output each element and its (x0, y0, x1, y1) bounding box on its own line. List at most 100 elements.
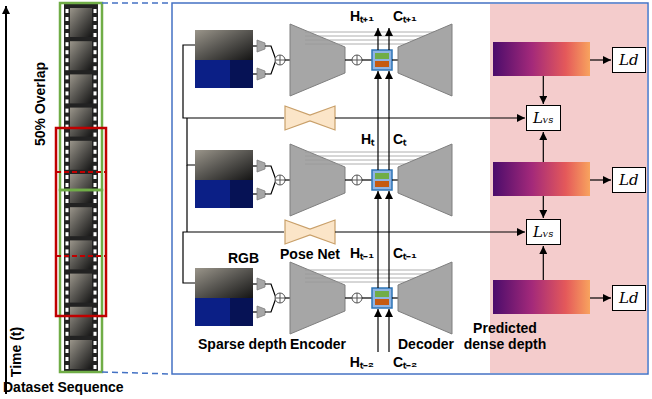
sprocket-hole (66, 99, 69, 103)
lstm-cell-state (375, 61, 389, 67)
sprocket-hole (66, 175, 69, 179)
decoder-shape (398, 24, 452, 96)
film-frame (70, 74, 92, 103)
depth-to-loss-wire (543, 132, 544, 162)
input-wire (265, 298, 276, 312)
pose-output-wire (335, 117, 525, 118)
sprocket-hole (66, 357, 69, 361)
text-label: Hₜ₊₁ (350, 8, 374, 24)
sprocket-hole (66, 158, 69, 162)
lstm-cell-state (375, 299, 389, 305)
add-cross (357, 175, 358, 185)
sprocket-hole (66, 275, 69, 279)
add-symbol (352, 55, 362, 65)
sparse-depth-shade (230, 60, 253, 88)
input-conv (257, 188, 265, 200)
sprocket-hole (94, 216, 97, 220)
pose-input-wire (186, 165, 187, 232)
sprocket-hole (94, 99, 97, 103)
concat-symbol (275, 55, 285, 65)
sprocket-hole (66, 25, 69, 29)
add-cross (357, 293, 358, 303)
pose-input-wire (183, 45, 284, 118)
sparse-depth-image (195, 60, 253, 88)
sprocket-hole (94, 257, 97, 261)
sprocket-hole (94, 232, 97, 236)
sprocket-hole (94, 17, 97, 21)
add-cross (357, 55, 358, 65)
text-label: Dataset Sequence (3, 379, 124, 395)
cell-state-wire (388, 71, 389, 170)
feature-wire (285, 297, 290, 298)
sprocket-hole (66, 83, 69, 87)
rgb-image (195, 150, 253, 180)
pose-net-shape (285, 106, 335, 130)
sprocket-hole (94, 42, 97, 46)
text-label: Time (t) (8, 327, 24, 377)
sparse-depth-shade (230, 180, 253, 208)
loss-box: Lᵥₛ (526, 219, 561, 245)
feature-wire (392, 59, 398, 60)
film-frame (70, 240, 92, 269)
input-wire (265, 166, 276, 180)
sprocket-hole (94, 191, 97, 195)
sprocket-hole (66, 291, 69, 295)
depth-to-loss-wire (590, 179, 611, 180)
text-label: Cₜ₋₂ (393, 354, 417, 370)
sprocket-hole (66, 365, 69, 369)
encoder-shape (290, 262, 345, 334)
text-label: Predicted dense depth (459, 320, 551, 352)
input-wire (253, 165, 257, 166)
encoder-shape (290, 24, 345, 96)
sprocket-hole (94, 33, 97, 37)
sprocket-hole (94, 91, 97, 95)
concat-cross (280, 175, 281, 185)
sprocket-hole (94, 208, 97, 212)
film-frame (70, 41, 92, 70)
loss-name: Lᵥₛ (533, 223, 554, 241)
input-conv (257, 306, 265, 318)
decoder-shape (398, 262, 452, 334)
sprocket-hole (66, 224, 69, 228)
loss-name: Ld (619, 289, 639, 307)
text-label: 50% Overlap (32, 62, 48, 146)
sprocket-hole (94, 183, 97, 187)
input-conv (257, 160, 265, 172)
text-label: Hₜ₋₂ (350, 354, 374, 370)
sprocket-hole (66, 183, 69, 187)
loss-box: Ld (612, 47, 646, 73)
rgb-image (195, 30, 253, 60)
sprocket-hole (66, 265, 69, 269)
sprocket-hole (94, 332, 97, 336)
sprocket-hole (94, 249, 97, 253)
pose-input-wire (183, 232, 284, 283)
depth-to-loss-wire (543, 196, 544, 218)
depth-to-loss-wire (590, 59, 611, 60)
sprocket-hole (66, 232, 69, 236)
text-label: Pose Net (280, 246, 340, 262)
film-frame (70, 340, 92, 369)
text-label: Hₜ (361, 131, 374, 147)
skip-connection (305, 274, 435, 275)
text-label: Cₜ₋₁ (393, 245, 417, 261)
feature-wire (345, 179, 352, 180)
text-label: Cₜ (393, 131, 406, 147)
sprocket-hole (66, 109, 69, 113)
sprocket-hole (94, 241, 97, 245)
input-conv (257, 68, 265, 80)
input-wire (265, 46, 276, 60)
cell-state-wire (388, 28, 389, 50)
pose-input-wire (187, 118, 195, 165)
sprocket-hole (94, 291, 97, 295)
concat-symbol (275, 175, 285, 185)
sprocket-hole (66, 91, 69, 95)
sprocket-hole (94, 283, 97, 287)
sprocket-hole (66, 17, 69, 21)
feature-wire (362, 59, 372, 60)
feature-wire (392, 179, 398, 180)
pose-net-shape (285, 220, 335, 244)
skip-connection (305, 156, 435, 157)
text-label: Sparse depth (198, 336, 287, 352)
skip-connection (305, 32, 435, 33)
predicted-depth-image (493, 162, 590, 196)
